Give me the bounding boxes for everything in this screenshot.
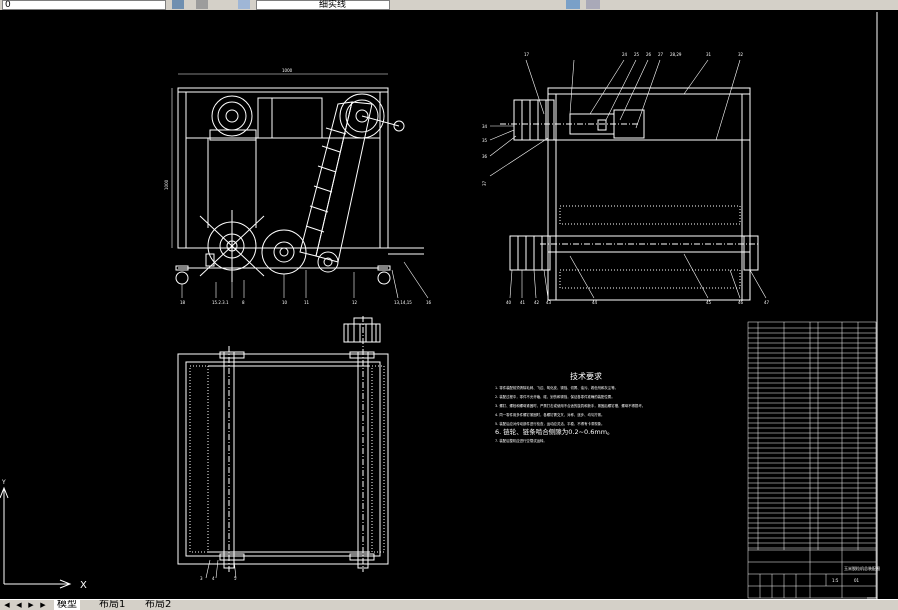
tech-req-line-5: 5. 装配后应对传动部件进行检查，运动应灵活、平稳，不得有卡滞现象。 [495, 421, 604, 426]
tech-req-line-6: 6. 链轮、链条啮合侧隙为0.2~0.6mm。 [495, 427, 614, 436]
front-view: 1000 [164, 68, 432, 305]
layer-control[interactable]: 细实线 [256, 0, 390, 10]
layer-walk-icon[interactable] [586, 0, 600, 9]
svg-text:18: 18 [180, 300, 186, 305]
side-view: 17 24 25 26 27 28,29 31 32 34 35 36 37 4… [482, 52, 770, 305]
tech-req-line-3: 3. 螺钉、螺栓和螺母紧固时，严禁打击或使用不合适的旋具和扳手，紧固后螺钉槽、螺… [495, 403, 645, 408]
tech-req-line-4: 4. 同一零件用多件螺钉紧固时，各螺钉需交叉、对称、逐步、均匀拧紧。 [495, 412, 604, 417]
tech-req-title: 技术要求 [570, 371, 602, 381]
svg-text:8: 8 [242, 300, 245, 305]
ucs-y-label: Y [1, 479, 6, 486]
layer-name: 细实线 [319, 0, 347, 10]
svg-text:24: 24 [622, 52, 628, 57]
layer-dropdown[interactable]: 0 [2, 0, 166, 10]
tab-first-arrow[interactable]: ◀ [4, 601, 10, 609]
tab-layout1[interactable]: 布局1 [99, 599, 126, 610]
svg-text:4: 4 [212, 576, 215, 581]
layer-state-icon[interactable] [238, 0, 250, 9]
layer-iso-icon[interactable] [566, 0, 580, 9]
svg-text:13,14,15: 13,14,15 [394, 300, 412, 305]
tab-next-arrow[interactable]: ▶ [28, 601, 34, 609]
layer-prev-icon[interactable] [196, 0, 208, 9]
svg-text:3: 3 [200, 576, 203, 581]
title-block-name: 玉米脱粒机总装配图 [844, 565, 880, 571]
layer-props-icon[interactable] [172, 0, 184, 9]
layout-tabs-bar: ◀ ◀ ▶ ▶ 模型 布局1 布局2 [0, 599, 898, 610]
svg-text:46: 46 [738, 300, 744, 305]
svg-text:35: 35 [482, 138, 488, 143]
technical-requirements: 技术要求 1. 零件装配前须清除毛刺、飞边、氧化皮、锈蚀、切屑、油污、着色剂和灰… [495, 371, 645, 443]
title-block: 玉米脱粒机总装配图 1:5 01 [748, 549, 880, 598]
drawing-frame [867, 12, 878, 599]
svg-text:11: 11 [304, 300, 310, 305]
svg-text:37: 37 [482, 180, 487, 186]
top-view: 3 4 5 [177, 316, 389, 581]
svg-text:45: 45 [706, 300, 712, 305]
svg-text:10: 10 [282, 300, 288, 305]
svg-text:17: 17 [524, 52, 530, 57]
svg-text:36: 36 [482, 154, 488, 159]
svg-text:32: 32 [738, 52, 744, 57]
svg-text:12: 12 [352, 300, 358, 305]
tab-last-arrow[interactable]: ▶ [40, 601, 46, 609]
tab-layout2[interactable]: 布局2 [145, 599, 172, 610]
tech-req-line-1: 1. 零件装配前须清除毛刺、飞边、氧化皮、锈蚀、切屑、油污、着色剂和灰尘等。 [495, 385, 618, 390]
svg-text:26: 26 [646, 52, 652, 57]
svg-text:25: 25 [634, 52, 640, 57]
ucs-icon: Y X [0, 479, 87, 591]
svg-text:27: 27 [658, 52, 664, 57]
tech-req-line-7: 7. 装配后整机应进行空载试运转。 [495, 438, 547, 443]
tech-req-line-2: 2. 装配过程中，零件不允许磕、碰、划伤和锈蚀，保证各零件准确的装配位置。 [495, 394, 615, 399]
ucs-x-label: X [80, 580, 87, 591]
svg-text:47: 47 [764, 300, 770, 305]
svg-text:1000: 1000 [164, 179, 169, 190]
svg-text:34: 34 [482, 124, 488, 129]
title-block-code: 01 [854, 578, 860, 583]
svg-text:43: 43 [546, 300, 552, 305]
svg-text:16: 16 [426, 300, 432, 305]
layer-value: 0 [5, 0, 11, 10]
svg-text:1000: 1000 [282, 68, 293, 73]
svg-text:41: 41 [520, 300, 526, 305]
svg-text:40: 40 [506, 300, 512, 305]
parts-list [747, 321, 877, 599]
svg-text:28,29: 28,29 [670, 52, 682, 57]
svg-text:42: 42 [534, 300, 540, 305]
tab-prev-arrow[interactable]: ◀ [16, 601, 22, 609]
svg-text:44: 44 [592, 300, 598, 305]
svg-text:15.2.3.1: 15.2.3.1 [212, 300, 229, 305]
drawing-canvas[interactable]: 1000 [0, 10, 898, 599]
title-block-scale: 1:5 [832, 578, 839, 583]
svg-text:31: 31 [706, 52, 712, 57]
tab-model[interactable]: 模型 [54, 600, 80, 610]
svg-text:5: 5 [234, 576, 237, 581]
